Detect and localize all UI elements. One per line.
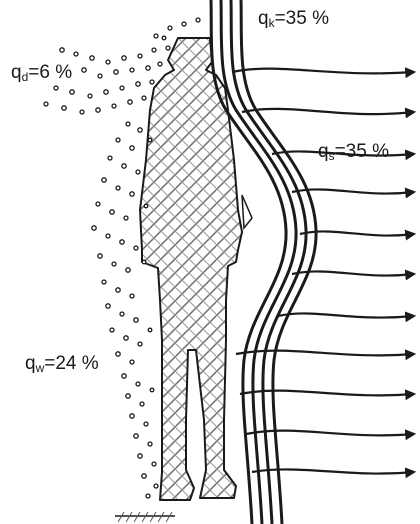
evaporation-symbol: q xyxy=(25,353,36,374)
convection-label: qk=35 % xyxy=(258,9,329,29)
radiation-symbol: q xyxy=(318,141,329,162)
convection-symbol: q xyxy=(258,8,269,29)
diffusion-label: qd=6 % xyxy=(11,63,72,83)
evaporation-subscript: w xyxy=(36,361,45,375)
person-silhouette xyxy=(140,38,242,500)
evaporation-value: =24 % xyxy=(44,353,98,374)
radiation-value: =35 % xyxy=(335,141,389,162)
diffusion-value: =6 % xyxy=(28,62,72,83)
ground-hatch xyxy=(115,512,175,522)
diffusion-symbol: q xyxy=(11,62,22,83)
evaporation-label: qw=24 % xyxy=(25,354,99,374)
radiation-label: qs=35 % xyxy=(318,142,389,162)
convection-value: =35 % xyxy=(275,8,329,29)
hand-detail xyxy=(242,195,252,228)
